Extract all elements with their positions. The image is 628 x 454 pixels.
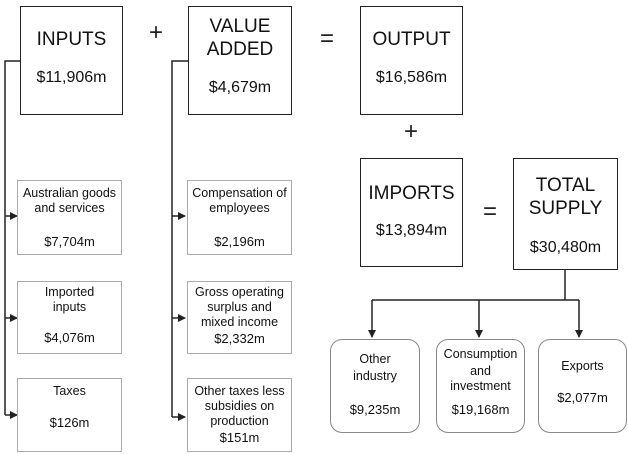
item-value: $126m <box>49 415 90 430</box>
item-value: $4,076m <box>44 330 95 345</box>
equals-operator-2: = <box>482 198 497 225</box>
equals-operator-1: = <box>319 25 334 52</box>
imports-title: IMPORTS <box>368 183 455 204</box>
inputs-box: INPUTS $11,906m <box>20 6 123 115</box>
value-added-title-line1: VALUE <box>209 16 271 37</box>
inputs-title: INPUTS <box>36 29 107 50</box>
item-label-line3: production <box>210 414 269 428</box>
item-label-line2: employees <box>209 201 270 215</box>
plus-operator-2: + <box>403 118 418 145</box>
plus-operator-1: + <box>148 19 163 46</box>
item-label-line2: inputs <box>52 300 87 314</box>
item-label-line1: Gross operating <box>195 285 284 299</box>
item-value: $151m <box>219 430 260 445</box>
value-added-item-gross-operating-surplus: Gross operating surplus and mixed income… <box>187 281 292 354</box>
total-supply-title-line1: TOTAL <box>535 175 596 196</box>
use-label-line1: Other <box>359 352 391 366</box>
value-added-value: $4,679m <box>208 79 272 96</box>
total-supply-connector <box>368 270 583 338</box>
item-label-line1: Australian goods <box>22 186 117 200</box>
value-added-connector <box>171 60 188 421</box>
item-label-line2: surplus and <box>207 300 272 314</box>
use-value: $9,235m <box>349 402 401 417</box>
inputs-item-australian-goods: Australian goods and services $7,704m <box>17 180 122 255</box>
item-label-line2: and services <box>34 201 105 215</box>
output-value: $16,586m <box>375 69 448 86</box>
inputs-connector <box>4 60 20 419</box>
item-value: $2,196m <box>214 234 265 249</box>
total-supply-title-line2: SUPPLY <box>528 198 603 219</box>
value-added-title-line2: ADDED <box>206 39 274 60</box>
use-label-line2: and <box>470 364 491 378</box>
inputs-item-taxes: Taxes $126m <box>17 378 122 452</box>
use-label-line1: Consumption <box>443 347 518 361</box>
inputs-value: $11,906m <box>36 69 107 86</box>
use-value: $2,077m <box>557 390 608 405</box>
inputs-item-imported-inputs: Imported inputs $4,076m <box>17 281 122 354</box>
output-box: OUTPUT $16,586m <box>360 6 463 115</box>
item-value: $7,704m <box>44 234 95 249</box>
value-added-box: VALUE ADDED $4,679m <box>188 6 292 115</box>
imports-box: IMPORTS $13,894m <box>360 158 463 267</box>
total-supply-box: TOTAL SUPPLY $30,480m <box>513 158 618 270</box>
item-label-line1: Imported <box>44 285 95 299</box>
item-label-line1: Other taxes less <box>194 384 285 398</box>
use-label-line3: investment <box>450 379 511 393</box>
item-label-line1: Compensation of <box>192 186 287 200</box>
use-label-line1: Exports <box>561 359 604 373</box>
item-label-line2: subsidies on <box>204 399 275 413</box>
item-value: $2,332m <box>214 331 265 346</box>
use-box-exports: Exports $2,077m <box>538 339 627 433</box>
use-label-line2: industry <box>353 369 397 383</box>
imports-value: $13,894m <box>375 222 448 239</box>
value-added-item-compensation: Compensation of employees $2,196m <box>187 180 292 255</box>
item-label-line3: mixed income <box>200 315 279 329</box>
item-label-line1: Taxes <box>53 384 86 398</box>
value-added-item-other-taxes: Other taxes less subsidies on production… <box>187 378 292 452</box>
use-box-consumption-investment: Consumption and investment $19,168m <box>436 339 525 433</box>
total-supply-value: $30,480m <box>529 239 602 256</box>
output-title: OUTPUT <box>372 29 451 50</box>
use-box-other-industry: Other industry $9,235m <box>330 339 420 433</box>
use-value: $19,168m <box>451 402 510 417</box>
